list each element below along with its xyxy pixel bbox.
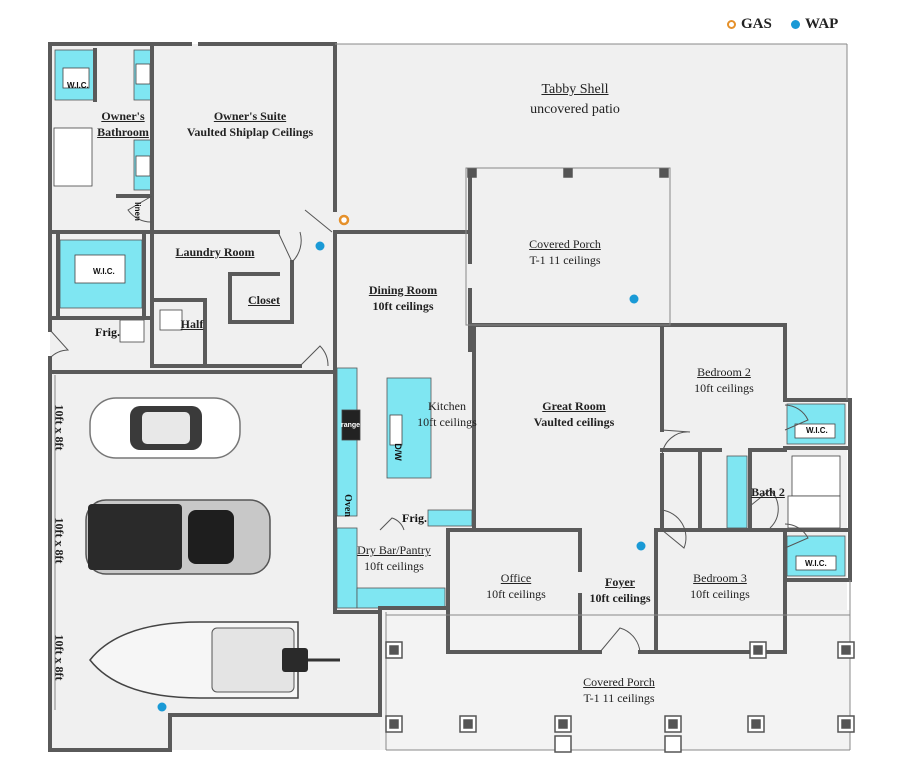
frig-garage-label: Frig. [95,325,120,339]
legend-wap: WAP [791,16,838,33]
foyer-label: Foyer 10ft ceilings [589,575,651,605]
door-swings [49,195,809,653]
dw-label: D/W [392,443,403,461]
wap-icon [629,294,639,304]
covered-porch-front-label: Covered Porch T-1 11 ceilings [583,675,655,705]
owners-bath-label: Owner's Bathroom [97,109,149,139]
laundry-label: Laundry Room [175,245,255,259]
wap-icon [315,241,325,251]
dining-label: Dining Room 10ft ceilings [368,283,438,313]
kitchen-label: Kitchen 10ft ceilings [417,399,477,429]
office-label: Office 10ft ceilings [486,571,546,601]
covered-porch-rear-label: Covered Porch T-1 11 ceilings [529,237,601,267]
pantry-label: Dry Bar/Pantry 10ft ceilings [357,543,431,573]
oven-label: Oven [341,494,353,517]
linen-label: linen [132,202,142,221]
legend-gas-label: GAS [741,16,772,32]
fixtures [53,63,841,571]
legend-gas: GAS [727,16,772,33]
wic-label: W.I.C. [67,81,89,90]
wap-icon [636,541,646,551]
garage-bay2-label: 10ft x 8ft [52,517,67,564]
thin-lines [54,43,851,751]
wic-label: W.I.C. [806,426,828,435]
owners-suite-label: Owner's Suite Vaulted Shiplap Ceilings [186,109,314,139]
bath2-label: Bath 2 [751,485,785,499]
half-label: Half [180,317,204,331]
great-room-label: Great Room Vaulted ceilings [533,399,615,429]
garage-bay1-label: 10ft x 8ft [52,404,67,451]
boat [89,621,340,699]
walls [48,42,852,752]
closet-label: Closet [248,293,280,307]
garage-bay3-label: 10ft x 8ft [52,634,67,681]
wap-icon [157,702,167,712]
wic-label: W.I.C. [93,267,115,276]
frig-kitchen-label: Frig. [402,511,427,525]
wic-label: W.I.C. [805,559,827,568]
legend-wap-label: WAP [805,16,839,32]
car-sedan [89,397,241,459]
gas-marker-icon [338,214,350,226]
wap-marker-icon [791,20,800,29]
porch-columns [385,168,855,753]
bedroom3-label: Bedroom 3 10ft ceilings [690,571,750,601]
tabby-shell-label: Tabby Shell uncovered patio [530,82,620,117]
bedroom2-label: Bedroom 2 10ft ceilings [694,365,754,395]
range-label: range [341,422,361,429]
gas-marker-icon [727,20,736,29]
wap-markers [157,241,646,712]
truck [85,499,271,575]
